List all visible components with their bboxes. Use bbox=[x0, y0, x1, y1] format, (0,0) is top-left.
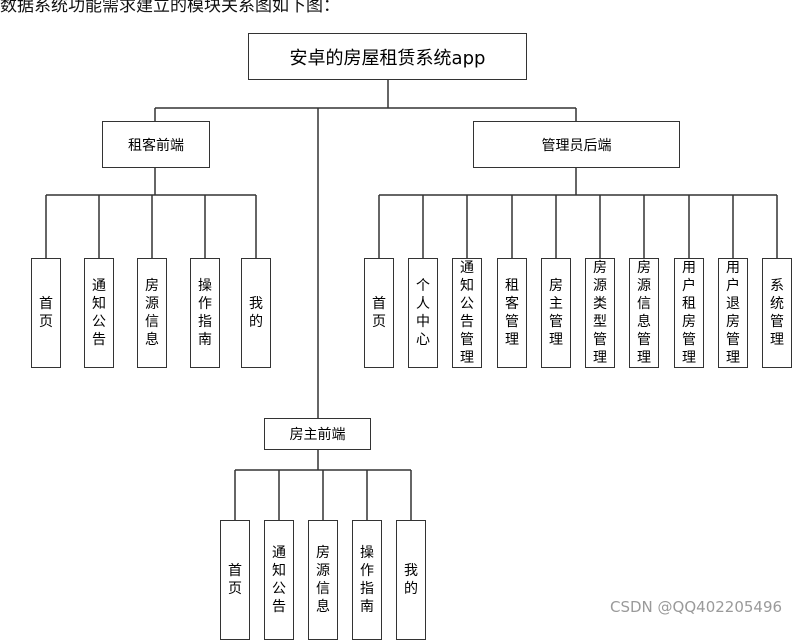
admin-submodule: 用户租房管理 bbox=[674, 258, 704, 368]
admin-submodule: 房主管理 bbox=[541, 258, 571, 368]
tenant-submodule: 通知公告 bbox=[84, 258, 114, 368]
tenant-submodule: 房源信息 bbox=[137, 258, 167, 368]
admin-submodule: 租客管理 bbox=[497, 258, 527, 368]
tenant-submodule: 操作指南 bbox=[190, 258, 220, 368]
landlord-submodule: 我的 bbox=[396, 520, 426, 640]
landlord-frontend-module: 房主前端 bbox=[264, 418, 371, 450]
connector-lines bbox=[45, 80, 778, 520]
admin-submodule: 首页 bbox=[364, 258, 394, 368]
intro-text: 数据系统功能需求建立的模块关系图如下图： bbox=[0, 0, 340, 16]
landlord-submodule: 首页 bbox=[220, 520, 250, 640]
watermark: CSDN @QQ402205496 bbox=[610, 598, 783, 616]
admin-submodule: 用户退房管理 bbox=[718, 258, 748, 368]
admin-submodule: 系统管理 bbox=[762, 258, 792, 368]
landlord-submodule: 操作指南 bbox=[352, 520, 382, 640]
landlord-submodule: 房源信息 bbox=[308, 520, 338, 640]
root-module: 安卓的房屋租赁系统app bbox=[248, 33, 527, 80]
admin-backend-module: 管理员后端 bbox=[473, 121, 680, 168]
tenant-frontend-module: 租客前端 bbox=[102, 121, 210, 168]
admin-submodule: 个人中心 bbox=[408, 258, 438, 368]
admin-submodule: 房源类型管理 bbox=[585, 258, 615, 368]
tenant-submodule: 首页 bbox=[31, 258, 61, 368]
admin-submodule: 通知公告管理 bbox=[452, 258, 482, 368]
admin-submodule: 房源信息管理 bbox=[629, 258, 659, 368]
tenant-submodule: 我的 bbox=[241, 258, 271, 368]
landlord-submodule: 通知公告 bbox=[264, 520, 294, 640]
